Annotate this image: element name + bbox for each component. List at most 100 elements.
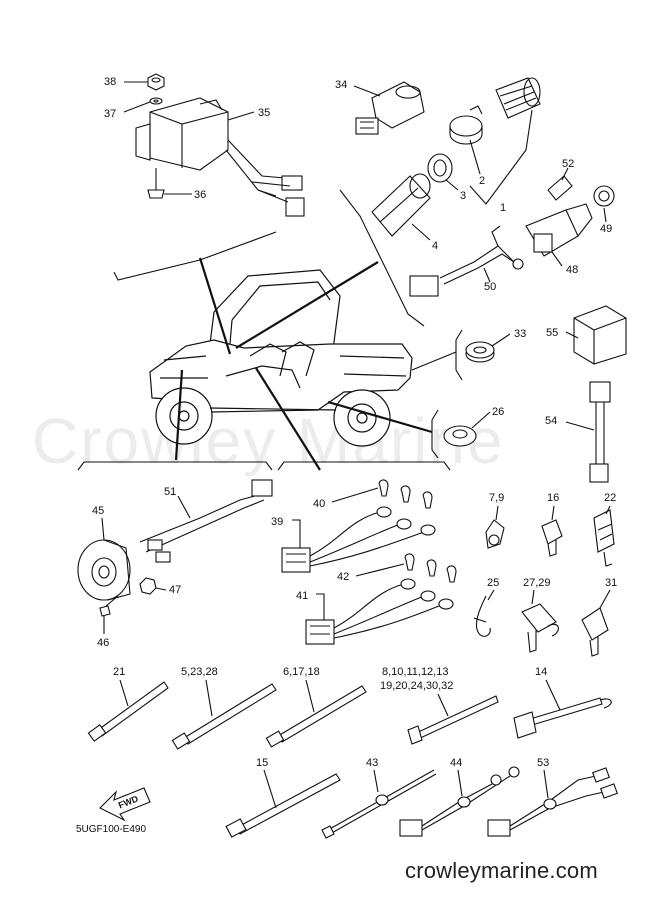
part-label-43: 43 (366, 757, 379, 769)
leader-43 (373, 769, 379, 793)
part-33-grommet (465, 341, 495, 363)
part-label-54: 54 (545, 415, 558, 427)
part-label-ml2: 19,20,24,30,32 (380, 680, 454, 692)
leader-34 (353, 85, 381, 97)
leader-15 (263, 769, 277, 809)
part-label-52328: 5,23,28 (181, 666, 218, 678)
leader-53 (543, 769, 549, 799)
part-label-48: 48 (566, 264, 579, 276)
part-label-ml1: 8,10,11,12,13 (382, 666, 449, 678)
leader-41 (316, 593, 325, 620)
part-41-harness (305, 578, 454, 645)
part-3-ring (427, 153, 453, 183)
part-label-34: 34 (335, 79, 348, 91)
part-label-45: 45 (92, 505, 105, 517)
leader-42 (355, 563, 405, 577)
part-36-bolt (147, 168, 165, 199)
part-35-unit (135, 97, 305, 217)
part-label-35: 35 (258, 107, 271, 119)
leader-25 (487, 589, 495, 601)
part-50-harness (409, 225, 524, 297)
part-label-4: 4 (432, 240, 439, 252)
part-43-harness (321, 769, 437, 839)
part-label-61718: 6,17,18 (283, 666, 320, 678)
part-label-53: 53 (537, 757, 550, 769)
part-label-51: 51 (164, 486, 177, 498)
part-label-44: 44 (450, 757, 463, 769)
part-label-38: 38 (104, 76, 117, 88)
leader-2 (469, 139, 481, 175)
leader-5-23-28 (205, 679, 213, 717)
leader-multi (437, 693, 449, 717)
leader-37 (123, 101, 151, 113)
leader-21 (119, 679, 129, 707)
part-label-52: 52 (562, 158, 575, 170)
part-label-41: 41 (296, 590, 309, 602)
part-40-bulbs (378, 479, 433, 509)
part-label-49: 49 (600, 223, 613, 235)
part-label-37: 37 (104, 108, 117, 120)
group-bracket-lower-left (77, 461, 273, 471)
bracket-26 (431, 409, 439, 459)
part-45-horn (77, 539, 131, 601)
part-label-15: 15 (256, 757, 269, 769)
watermark: Crowley Marine (32, 405, 505, 477)
part-16-clip (541, 519, 563, 557)
part-label-22: 22 (604, 492, 617, 504)
leader-54 (565, 421, 595, 431)
part-label-79: 7,9 (489, 492, 505, 504)
part-label-2: 2 (479, 175, 486, 187)
part-label-55: 55 (546, 327, 559, 339)
part-label-1: 1 (500, 202, 507, 214)
leader-45 (101, 517, 105, 541)
part-multi-tie (407, 695, 499, 745)
part-37-washer (149, 97, 163, 105)
leader-14 (545, 679, 561, 711)
part-48-switch (525, 203, 593, 257)
leader-1 (469, 109, 533, 205)
leader-44 (457, 769, 463, 797)
part-label-42: 42 (337, 571, 350, 583)
part-14-tie (513, 697, 612, 739)
leader-16 (551, 505, 555, 521)
part-label-2729: 27,29 (523, 577, 551, 589)
vehicle-illustration (149, 269, 413, 447)
part-2-cap (449, 105, 483, 145)
site-footer: crowleymarine.com (405, 858, 598, 883)
leader-4 (411, 223, 431, 241)
part-label-26: 26 (492, 406, 505, 418)
part-7-9-clip (485, 519, 505, 549)
part-38-nut (147, 73, 165, 91)
leader-3 (445, 179, 459, 191)
part-label-36: 36 (194, 189, 207, 201)
part-label-14: 14 (535, 666, 548, 678)
leader-39 (292, 519, 301, 548)
leader-40 (331, 487, 379, 503)
part-27-29-clip (521, 603, 559, 653)
part-4-plug (371, 173, 431, 237)
part-22-clip (593, 509, 615, 567)
part-53-harness (487, 767, 618, 837)
leader-to-33 (411, 351, 457, 371)
group-bracket-lower-mid (277, 461, 451, 471)
heavy-leaders (174, 257, 433, 471)
part-label-46: 46 (97, 637, 110, 649)
part-label-21: 21 (113, 666, 126, 678)
group-bracket-top-left (113, 231, 277, 281)
part-label-3: 3 (460, 190, 467, 202)
part-55-relay (573, 305, 627, 365)
part-6-17-18-tie (265, 685, 367, 748)
diagram-code: 5UGF100-E490 (76, 824, 147, 835)
group-bracket-top-right (339, 189, 425, 327)
leader-22 (605, 505, 611, 515)
part-25-clip (473, 595, 491, 637)
part-label-39: 39 (271, 516, 284, 528)
bracket-33 (455, 329, 463, 381)
part-5-23-28-tie (171, 683, 277, 750)
leader-31 (599, 589, 611, 609)
part-49-nut (593, 185, 615, 207)
leader-27-29 (531, 589, 535, 605)
leader-33 (491, 333, 511, 347)
leader-7-9 (495, 505, 499, 521)
